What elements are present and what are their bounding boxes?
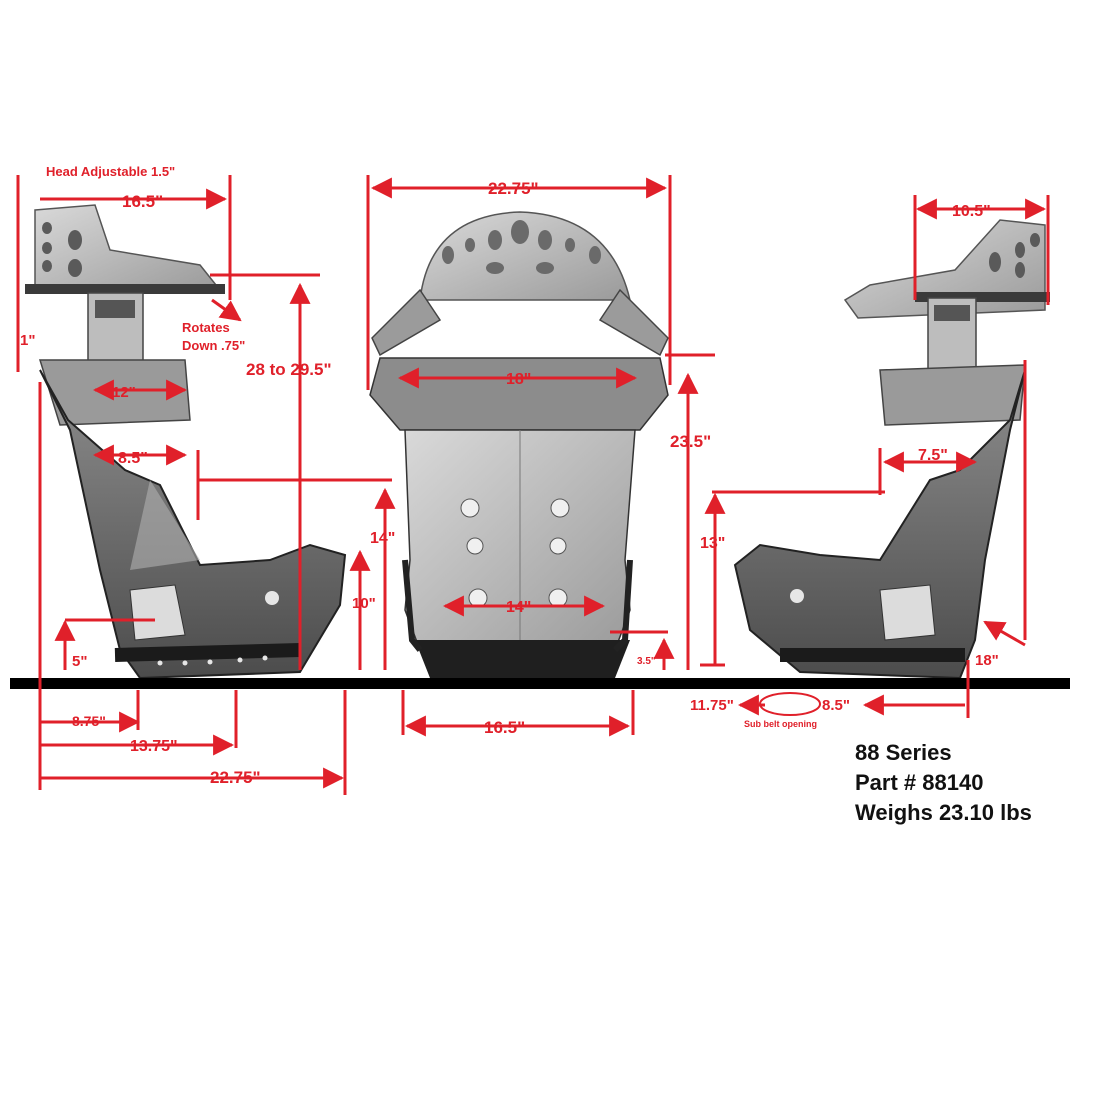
- label-right-13: 13": [700, 535, 725, 552]
- label-left-8-75: 8.75": [72, 713, 106, 729]
- right-seat-hole: [790, 589, 804, 603]
- label-left-12: 12": [112, 384, 136, 401]
- label-front-18: 18": [506, 371, 531, 388]
- part-number: Part # 88140: [855, 770, 984, 795]
- label-left-14: 14": [370, 530, 395, 547]
- label-left-22-75: 22.75": [210, 768, 261, 787]
- left-seat-panel: [130, 480, 200, 570]
- label-left-5: 5": [72, 653, 87, 670]
- series-label: 88 Series: [855, 740, 952, 765]
- label-head-adjustable: Head Adjustable 1.5": [46, 164, 175, 179]
- weight-label: Weighs 23.10 lbs: [855, 800, 1032, 825]
- label-sub-belt-opening: Sub belt opening: [744, 719, 817, 729]
- label-rotates-down: Down .75": [182, 338, 245, 353]
- dimension-labels: Head Adjustable 1.5" 16.5" Rotates Down …: [20, 164, 999, 787]
- floor-line: [10, 678, 1070, 689]
- front-shoulder: [369, 357, 669, 431]
- right-seat-cutout: [879, 584, 936, 641]
- label-front-14: 14": [506, 599, 531, 616]
- product-info: 88 Series Part # 88140 Weighs 23.10 lbs: [855, 738, 1095, 828]
- label-right-7-5: 7.5": [918, 447, 948, 464]
- label-left-10: 10": [352, 595, 376, 612]
- label-left-1in: 1": [20, 332, 35, 349]
- label-left-top-width: 16.5": [122, 192, 163, 211]
- label-right-10-5: 10.5": [952, 203, 991, 220]
- left-seat-cutout: [129, 584, 186, 641]
- label-front-3-5: 3.5": [637, 656, 656, 667]
- front-head-wing-left: [371, 288, 442, 357]
- label-height-28: 28 to 29.5": [246, 360, 332, 379]
- front-head-surround: [419, 211, 631, 301]
- label-sub-belt-8-5: 8.5": [822, 697, 850, 714]
- dimension-lines: [16, 175, 1050, 795]
- left-rivet-row: [157, 655, 268, 666]
- label-front-16-5: 16.5": [484, 718, 525, 737]
- label-left-13-75: 13.75": [130, 738, 178, 755]
- right-head-bracket: [915, 292, 1050, 302]
- front-head-holes: [442, 220, 601, 274]
- left-seat-hole: [265, 591, 279, 605]
- sub-belt-opening-oval: [759, 692, 821, 716]
- left-head-wing-holes: [42, 222, 82, 277]
- front-seat-base: [415, 640, 630, 678]
- label-rotates: Rotates: [182, 320, 230, 335]
- left-side-view: [25, 204, 347, 680]
- right-upper-shell: [879, 364, 1026, 426]
- label-sub-belt-11-75: 11.75": [690, 697, 734, 714]
- right-seat-shell: [733, 369, 1026, 680]
- label-front-23-5: 23.5": [670, 432, 711, 451]
- left-head-wing: [34, 204, 222, 291]
- right-side-view: [733, 219, 1050, 680]
- label-front-top-width: 22.75": [488, 179, 539, 198]
- left-head-bracket: [25, 284, 225, 294]
- label-right-18: 18": [975, 652, 999, 669]
- label-left-8-5: 8.5": [118, 450, 148, 467]
- front-head-wing-right: [598, 288, 669, 357]
- left-bottom-rail: [114, 643, 301, 662]
